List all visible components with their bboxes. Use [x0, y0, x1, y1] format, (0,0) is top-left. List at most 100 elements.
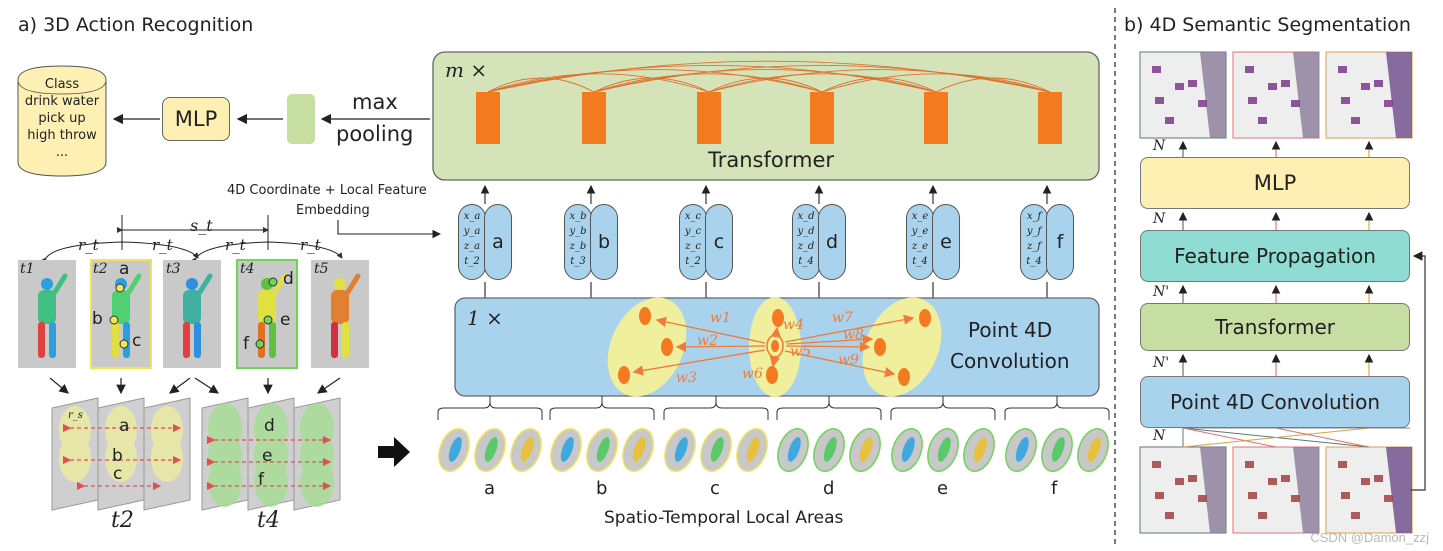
coord-label: y_b [569, 226, 587, 237]
token-feature: c [705, 204, 733, 280]
local-area-points [448, 437, 462, 462]
stack-links [62, 423, 332, 491]
radius-label: r_t [225, 236, 246, 254]
mlp-block: MLP [162, 97, 230, 141]
attention-token [810, 92, 834, 144]
scene-image [1245, 52, 1319, 138]
frame-label: t5 [314, 261, 329, 277]
radius-label: r_t [152, 236, 173, 254]
coord-label: x_c [684, 211, 702, 222]
class-item: pick up [38, 111, 86, 126]
human-figure [258, 273, 288, 358]
class-item: ... [55, 145, 69, 160]
brace [663, 396, 769, 420]
dim-label: N [1153, 211, 1166, 227]
point-label-a: a [119, 259, 130, 279]
coord-label: y_a [463, 226, 481, 237]
local-area-points [484, 437, 498, 462]
token-feature: a [484, 204, 512, 280]
coord-label: y_f [1026, 226, 1042, 237]
attention-arc [487, 69, 823, 93]
point-label-e: e [280, 310, 291, 330]
conv-kernel-blobs [607, 297, 942, 397]
weight-label: w4 [783, 317, 804, 333]
embedding-label-line1: 4D Coordinate + Local Feature [227, 183, 427, 198]
local-area-label: b [596, 478, 608, 499]
local-areas-caption: Spatio-Temporal Local Areas [604, 508, 844, 528]
local-area-points [710, 437, 724, 462]
local-area-points [937, 437, 951, 462]
attention-token [582, 92, 606, 144]
coord-label: z_d [797, 241, 815, 252]
local-area-points [520, 437, 534, 462]
radius-label: r_t [78, 236, 99, 254]
seg-pipeline [1139, 51, 1426, 534]
coord-label: z_f [1027, 241, 1041, 252]
local-area-points [1051, 437, 1065, 462]
stack-label-f: f [258, 470, 264, 490]
big-arrow [378, 437, 410, 467]
coord-label: y_c [684, 226, 702, 237]
transformer-label: Transformer [708, 148, 835, 172]
frame-label: t4 [240, 261, 255, 277]
conv-label-line1: Point 4D [968, 318, 1053, 342]
local-area-label: c [710, 478, 720, 499]
section-a-title: a) 3D Action Recognition [18, 14, 254, 36]
attention-arc [708, 69, 1051, 93]
attention-token [476, 92, 500, 144]
radius-label: r_t [300, 236, 321, 254]
class-item: high throw [27, 128, 97, 143]
local-area-discs [438, 428, 1109, 472]
space-radius-label: r_s [68, 410, 83, 421]
coord-label: t_2 [464, 256, 480, 267]
attention-token [1038, 92, 1062, 144]
weight-label: w5 [790, 344, 811, 360]
token-feature: e [932, 204, 960, 280]
frame-label: t1 [20, 261, 35, 277]
weight-label: w8 [843, 327, 864, 343]
frame-annotations [40, 215, 343, 264]
local-area-points [1015, 437, 1029, 462]
brace [890, 396, 996, 420]
coord-label: t_4 [1026, 256, 1042, 267]
scene-image [1338, 447, 1412, 533]
coord-label: z_a [463, 241, 481, 252]
frames [18, 259, 369, 369]
scene-image [1152, 52, 1226, 138]
stacked-frames [51, 397, 341, 511]
attention-arc [935, 77, 1051, 93]
dim-label: N' [1153, 284, 1170, 300]
stack-label-c: c [113, 464, 123, 484]
coord-label: z_b [569, 241, 587, 252]
class-box: Class drink water pick up high throw ... [18, 76, 106, 161]
attention-arc [593, 69, 937, 93]
local-area-points [560, 437, 574, 462]
human-figure [331, 273, 361, 358]
weight-label: w1 [710, 310, 731, 326]
attention-arc [708, 73, 937, 93]
local-area-label: e [937, 478, 949, 499]
weight-label: w6 [742, 366, 763, 382]
attention-token [697, 92, 721, 144]
scene-image [1338, 52, 1412, 138]
stack-label-d: d [264, 416, 275, 436]
dim-label: N [1153, 428, 1166, 444]
frame-label: t3 [166, 261, 181, 277]
class-item: drink water [24, 94, 100, 109]
point-label-f: f [243, 334, 249, 354]
coord-label: t_4 [798, 256, 814, 267]
seg-mlp-block: MLP [1140, 157, 1410, 209]
conv-repeat-label: 1 × [467, 306, 503, 330]
weight-label: w7 [832, 310, 853, 326]
embedding-label-line2: Embedding [296, 203, 370, 218]
point-label-c: c [132, 331, 142, 351]
seg-transformer-block: Transformer [1140, 303, 1410, 351]
coord-label: t_3 [570, 256, 586, 267]
local-area-points [901, 437, 915, 462]
stack-label-a: a [119, 416, 130, 436]
